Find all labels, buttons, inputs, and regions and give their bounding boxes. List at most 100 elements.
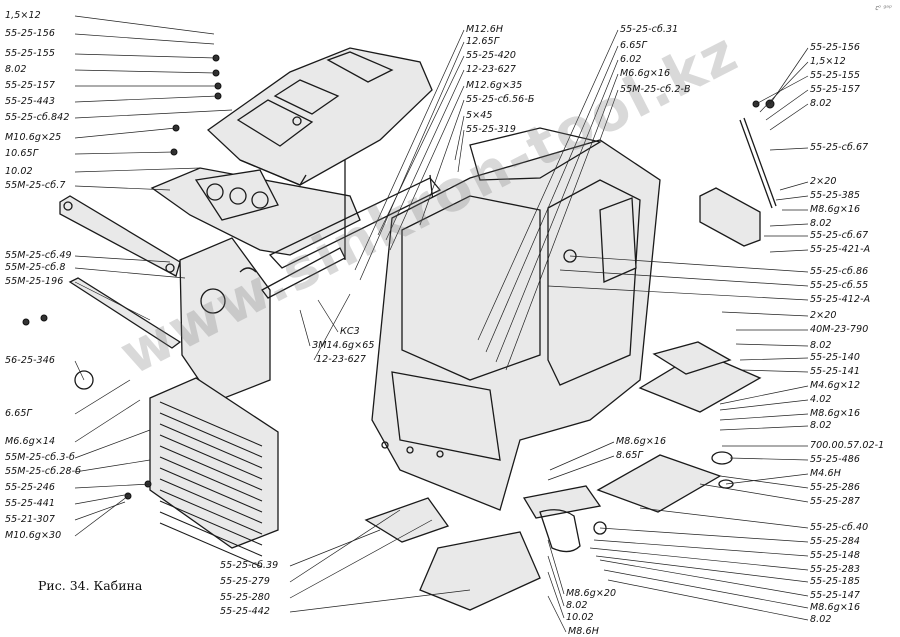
leader-line bbox=[74, 501, 126, 521]
left-labels-callout: 10.02 bbox=[5, 166, 33, 177]
floor-mats bbox=[522, 341, 762, 519]
leader-line bbox=[74, 399, 141, 443]
bottom-center-labels-callout: 8.02 bbox=[566, 600, 588, 611]
right-labels-callout: 55-25-147 bbox=[810, 590, 861, 601]
right-labels-callout: 55-25-155 bbox=[810, 70, 861, 81]
leader-line bbox=[735, 343, 809, 347]
center-labels-callout: М12.6g×35 bbox=[466, 80, 523, 91]
leader-line bbox=[74, 360, 85, 381]
leader-line bbox=[559, 269, 809, 287]
leader-line bbox=[74, 495, 129, 537]
grille-slat bbox=[159, 500, 263, 546]
grille-slat bbox=[159, 456, 263, 502]
leader-line bbox=[457, 129, 465, 173]
leader-line bbox=[569, 255, 809, 273]
right-labels-callout: 8.02 bbox=[810, 218, 832, 229]
leader-line bbox=[74, 459, 151, 473]
leader-line bbox=[549, 441, 615, 471]
leader-line bbox=[719, 399, 809, 411]
center-labels-callout: 12-23-627 bbox=[466, 64, 517, 75]
bottom-left-labels-callout: 55-25-сб.39 bbox=[220, 560, 279, 571]
center-labels-callout: 55-25-420 bbox=[466, 50, 517, 61]
left-labels-callout: 55М-25-196 bbox=[5, 276, 64, 287]
leader-line bbox=[607, 579, 809, 621]
mid-labels-callout: 12-23-627 bbox=[316, 354, 367, 365]
bottom-center-labels-callout: 8.65Г bbox=[616, 450, 643, 461]
leader-line bbox=[74, 15, 215, 35]
cross-beam bbox=[59, 195, 181, 277]
leader-line bbox=[74, 69, 217, 74]
leader-line bbox=[769, 147, 809, 151]
grille-slat bbox=[159, 467, 263, 513]
center-labels-callout: 6.02 bbox=[620, 54, 642, 65]
right-labels-callout: 55-25-287 bbox=[810, 496, 861, 507]
leader-line bbox=[74, 493, 131, 505]
leader-line bbox=[547, 539, 565, 595]
left-labels-callout: М6.6g×14 bbox=[5, 436, 56, 447]
leader-line bbox=[765, 89, 809, 121]
right-labels-callout: 55-25-185 bbox=[810, 576, 861, 587]
right-labels-callout: 55-25-486 bbox=[810, 454, 861, 465]
leader-line bbox=[74, 95, 219, 103]
leader-line bbox=[389, 85, 465, 251]
grille-slat bbox=[159, 478, 263, 524]
leader-line bbox=[74, 379, 131, 415]
center-labels-callout: 55-25-сб.31 bbox=[620, 24, 679, 35]
left-labels-callout: 55-25-155 bbox=[5, 48, 56, 59]
center-labels-callout: 5×45 bbox=[466, 110, 493, 121]
leader-line bbox=[419, 99, 465, 226]
leader-line bbox=[721, 311, 809, 317]
right-labels-callout: М4.6g×12 bbox=[810, 380, 861, 391]
bottom-left-labels-callout: 55-25-280 bbox=[220, 592, 271, 603]
leader-line bbox=[454, 115, 465, 161]
right-labels-callout: 55-25-283 bbox=[810, 564, 861, 575]
leader-line bbox=[495, 59, 619, 363]
leader-line bbox=[589, 547, 809, 571]
center-labels-callout: 6.65Г bbox=[620, 40, 647, 51]
left-labels-callout: 55-21-307 bbox=[5, 514, 56, 525]
right-labels-callout: 8.02 bbox=[810, 340, 832, 351]
leader-line bbox=[74, 109, 233, 119]
right-labels-callout: 55-25-сб.40 bbox=[810, 522, 869, 533]
corner-mark: ꞇᵒ ᵍᵃᵖ bbox=[874, 4, 892, 12]
leader-line bbox=[317, 299, 339, 333]
right-labels-callout: 55-25-148 bbox=[810, 550, 861, 561]
leader-line bbox=[769, 223, 809, 227]
leader-line bbox=[377, 55, 465, 236]
right-labels-callout: 55-25-284 bbox=[810, 536, 861, 547]
cab-body bbox=[371, 127, 661, 511]
leader-line bbox=[385, 69, 465, 241]
leader-line bbox=[769, 249, 809, 253]
right-labels-callout: М8.6g×16 bbox=[810, 408, 861, 419]
right-labels-callout: 55-25-421-А bbox=[810, 244, 871, 255]
left-labels-callout: 56-25-346 bbox=[5, 355, 56, 366]
left-labels-callout: 55М-25-сб.28-б bbox=[5, 466, 82, 477]
grille-slat bbox=[159, 489, 263, 535]
bottom-left-labels-callout: 55-25-442 bbox=[220, 606, 271, 617]
leader-line bbox=[299, 309, 311, 347]
leader-line bbox=[74, 267, 186, 279]
leader-line bbox=[719, 475, 809, 489]
leader-line bbox=[74, 127, 177, 139]
leader-line bbox=[547, 555, 565, 607]
grille-slat bbox=[159, 434, 263, 480]
leader-line bbox=[74, 167, 201, 173]
right-labels-callout: 55-25-141 bbox=[810, 366, 861, 377]
left-labels-callout: 55-25-246 bbox=[5, 482, 56, 493]
leader-lines bbox=[74, 15, 809, 633]
leader-line bbox=[289, 509, 401, 583]
right-labels-callout: 55-25-140 bbox=[810, 352, 861, 363]
leader-line bbox=[603, 569, 809, 609]
right-labels-callout: 55-25-сб.67 bbox=[810, 142, 869, 153]
right-labels-callout: М8.6g×16 bbox=[810, 204, 861, 215]
leader-line bbox=[599, 559, 809, 597]
right-labels-callout: М8.6g×16 bbox=[810, 602, 861, 613]
left-labels-callout: М10.6g×25 bbox=[5, 132, 62, 143]
leader-line bbox=[593, 539, 809, 557]
left-labels-callout: 55-25-443 bbox=[5, 96, 56, 107]
leader-line bbox=[599, 89, 619, 141]
leader-line bbox=[289, 529, 381, 567]
leader-line bbox=[779, 181, 809, 191]
left-labels-callout: 55М-25-сб.49 bbox=[5, 250, 72, 261]
leader-line bbox=[74, 185, 171, 191]
